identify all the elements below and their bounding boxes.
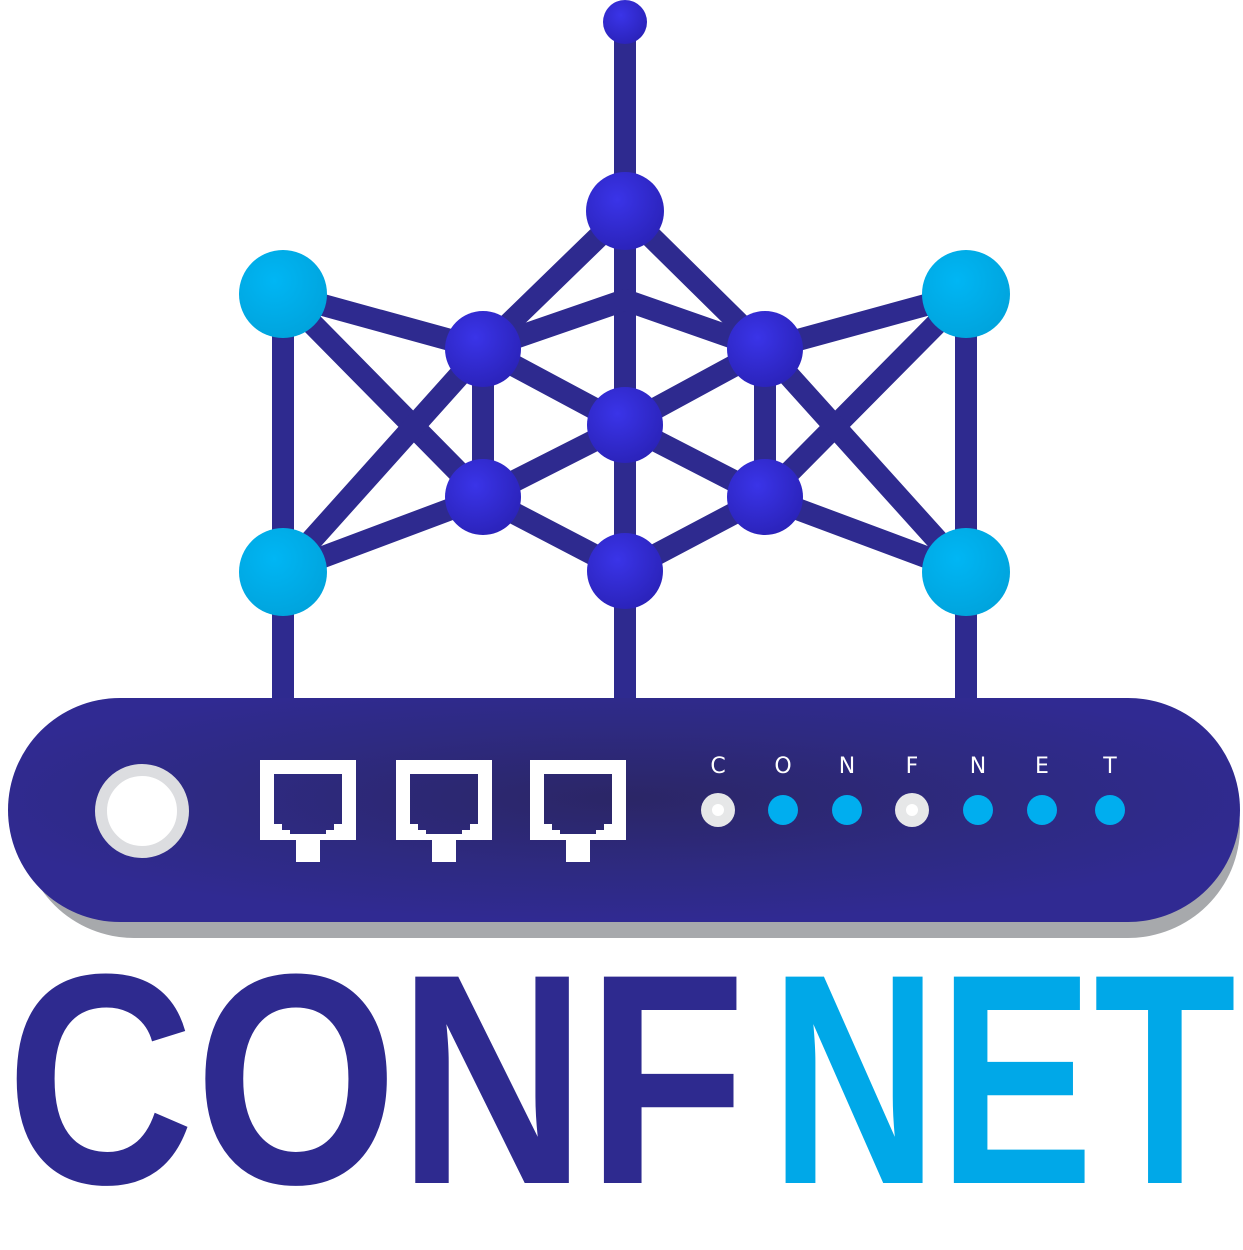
- router-label: C O N F N E T: [710, 754, 1117, 779]
- antenna-tip-node: [603, 0, 647, 44]
- router-label-letter: O: [774, 754, 791, 779]
- brand-wordmark: CONF NET: [6, 911, 1236, 1247]
- router-label-letter: F: [906, 754, 919, 779]
- upper-right-node: [727, 311, 803, 387]
- center-node: [587, 387, 663, 463]
- router-device: C O N F N E T: [8, 698, 1240, 938]
- status-led-center: [906, 804, 918, 816]
- ethernet-port-2: [396, 760, 492, 862]
- power-button: [95, 764, 189, 858]
- lower-right-node: [727, 459, 803, 535]
- brand-name-part1: CONF: [6, 911, 746, 1247]
- router-label-letter: N: [839, 754, 855, 779]
- router-label-letter: T: [1102, 754, 1117, 779]
- status-led-on: [1095, 795, 1125, 825]
- router-label-letter: E: [1035, 754, 1049, 779]
- outer-top-left-node: [239, 250, 327, 338]
- ethernet-port-3: [530, 760, 626, 862]
- status-led-on: [768, 795, 798, 825]
- router-label-letter: C: [710, 754, 725, 779]
- network-diagram: [239, 0, 1010, 711]
- status-led-on: [832, 795, 862, 825]
- outer-top-right-node: [922, 250, 1010, 338]
- brand-name-part2: NET: [770, 911, 1236, 1247]
- status-led-center: [712, 804, 724, 816]
- ethernet-ports: [260, 760, 626, 862]
- status-led-on: [963, 795, 993, 825]
- ethernet-port-1: [260, 760, 356, 862]
- upper-left-node: [445, 311, 521, 387]
- bottom-node: [587, 533, 663, 609]
- status-led-on: [1027, 795, 1057, 825]
- router-label-letter: N: [970, 754, 986, 779]
- outer-bottom-left-node: [239, 528, 327, 616]
- network-nodes: [239, 0, 1010, 616]
- outer-bottom-right-node: [922, 528, 1010, 616]
- status-leds: [701, 793, 1125, 827]
- lower-left-node: [445, 459, 521, 535]
- top-node: [586, 172, 664, 250]
